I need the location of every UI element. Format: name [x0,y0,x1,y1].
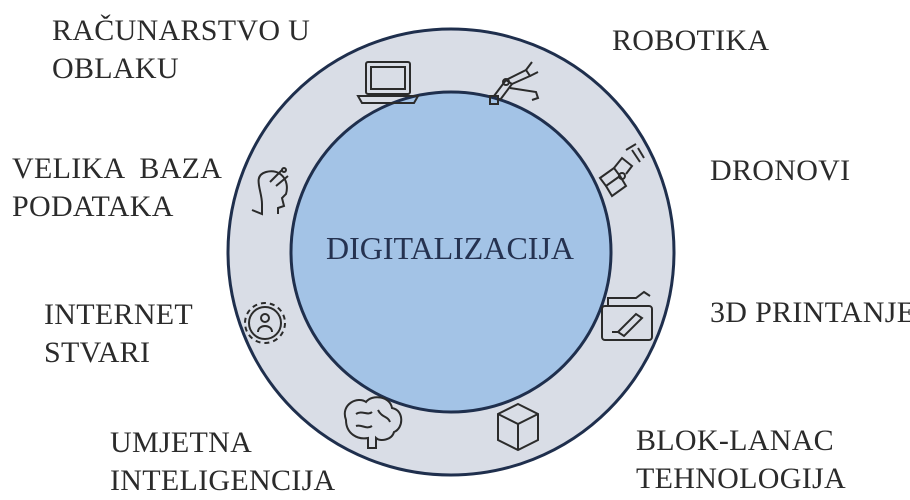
head-data-icon [251,167,289,216]
robot-arm-icon [489,61,540,105]
drone-icon [598,143,645,198]
label-blockchain-line1: BLOK-LANAC [636,424,834,457]
laptop-icon [356,61,420,104]
label-robotics: ROBOTIKA [612,22,769,60]
label-cloud-line1: RAČUNARSTVO U [52,14,311,47]
gear-person-icon [244,302,286,344]
inner-circle [289,90,613,414]
label-iot-line1: INTERNET [44,298,194,331]
label-bigdata-line2: PODATAKA [12,190,174,223]
label-drones: DRONOVI [710,152,850,190]
label-blockchain-line2: TEHNOLOGIJA [636,462,846,495]
label-robotics-line1: ROBOTIKA [612,24,770,57]
label-cloud-line2: OBLAKU [52,52,179,85]
label-printing-line1: 3D PRINTANJE [710,296,910,329]
center-title: DIGITALIZACIJA [325,230,575,266]
label-cloud-computing: RAČUNARSTVO U OBLAKU [52,12,310,88]
label-drones-line1: DRONOVI [710,154,851,187]
label-big-data: VELIKA BAZA PODATAKA [12,150,222,226]
label-ai-line1: UMJETNA [110,426,253,459]
cube-icon [497,402,539,452]
printer-3d-icon [601,290,653,341]
label-bigdata-line1: VELIKA BAZA [12,152,223,185]
digitalization-diagram [226,27,676,477]
label-blockchain: BLOK-LANAC TEHNOLOGIJA [636,422,846,498]
label-ai-line2: INTELIGENCIJA [110,464,336,497]
brain-icon [343,396,403,449]
label-3d-printing: 3D PRINTANJE [710,294,910,332]
label-iot-line2: STVARI [44,336,151,369]
label-iot: INTERNET STVARI [44,296,193,372]
